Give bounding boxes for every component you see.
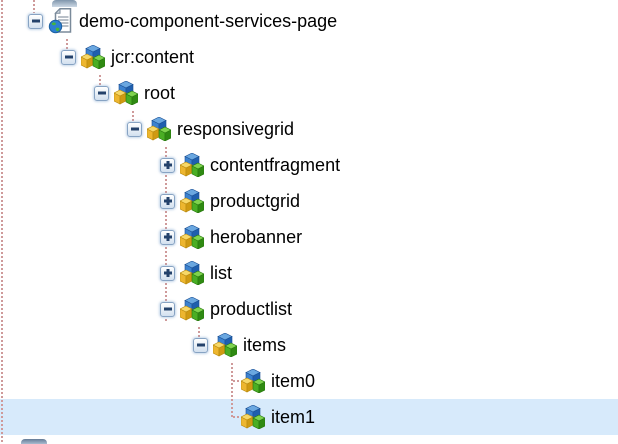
node-cubes-icon [81, 45, 105, 69]
node-label: responsivegrid [177, 119, 295, 139]
node-label: demo-component-services-page [79, 11, 338, 31]
tree-guide-line [231, 363, 233, 418]
tree-guide-line [198, 327, 200, 338]
collapse-minus-icon[interactable] [193, 337, 208, 353]
expand-plus-icon[interactable] [160, 157, 175, 173]
tree-guide-line [233, 380, 241, 382]
node-cubes-icon [241, 369, 265, 393]
tree-guide-line [1, 0, 3, 444]
collapse-minus-icon[interactable] [160, 301, 175, 317]
node-label: item1 [271, 407, 316, 427]
tree-panel: demo-component-services-page jcr:content… [0, 0, 618, 435]
node-label: productgrid [210, 191, 301, 211]
collapse-minus-icon[interactable] [94, 85, 109, 101]
node-cubes-icon [180, 225, 204, 249]
node-label: contentfragment [210, 155, 341, 175]
node-cubes-icon [180, 189, 204, 213]
node-cubes-icon [241, 405, 265, 429]
tree-node-list[interactable]: list [0, 255, 618, 291]
node-label: items [243, 335, 287, 355]
expand-plus-icon[interactable] [160, 265, 175, 281]
node-cubes-icon [213, 333, 237, 357]
tree-node-demo-component-services-page[interactable]: demo-component-services-page [0, 3, 618, 39]
tree-node-responsivegrid[interactable]: responsivegrid [0, 111, 618, 147]
expand-plus-icon[interactable] [160, 229, 175, 245]
node-cubes-icon [114, 81, 138, 105]
node-cubes-icon [180, 261, 204, 285]
collapse-minus-icon[interactable] [127, 121, 142, 137]
tree-node-contentfragment[interactable]: contentfragment [0, 147, 618, 183]
partial-node-icon [21, 439, 47, 444]
tree-node-jcr-content[interactable]: jcr:content [0, 39, 618, 75]
node-label: jcr:content [111, 47, 195, 67]
tree-guide-line [99, 75, 101, 86]
node-label: root [144, 83, 176, 103]
node-label: productlist [210, 299, 293, 319]
collapse-minus-icon[interactable] [28, 13, 43, 29]
tree-node-items[interactable]: items [0, 327, 618, 363]
node-cubes-icon [147, 117, 171, 141]
tree-node-item1-selected[interactable]: item1 [0, 399, 618, 435]
node-cubes-icon [180, 297, 204, 321]
collapse-minus-icon[interactable] [61, 49, 76, 65]
tree-node-root[interactable]: root [0, 75, 618, 111]
node-cubes-icon [180, 153, 204, 177]
tree-node-item0[interactable]: item0 [0, 363, 618, 399]
tree-guide-line [33, 0, 35, 13]
partial-node-icon [52, 0, 77, 7]
expand-plus-icon[interactable] [160, 193, 175, 209]
node-label: herobanner [210, 227, 303, 247]
tree-guide-line [132, 111, 134, 122]
tree-node-productgrid[interactable]: productgrid [0, 183, 618, 219]
node-label: list [210, 263, 232, 283]
node-label: item0 [271, 371, 316, 391]
tree-guide-line [66, 39, 68, 50]
tree-guide-line [233, 416, 241, 418]
tree-node-herobanner[interactable]: herobanner [0, 219, 618, 255]
tree-node-productlist[interactable]: productlist [0, 291, 618, 327]
page-globe-icon [48, 8, 74, 34]
